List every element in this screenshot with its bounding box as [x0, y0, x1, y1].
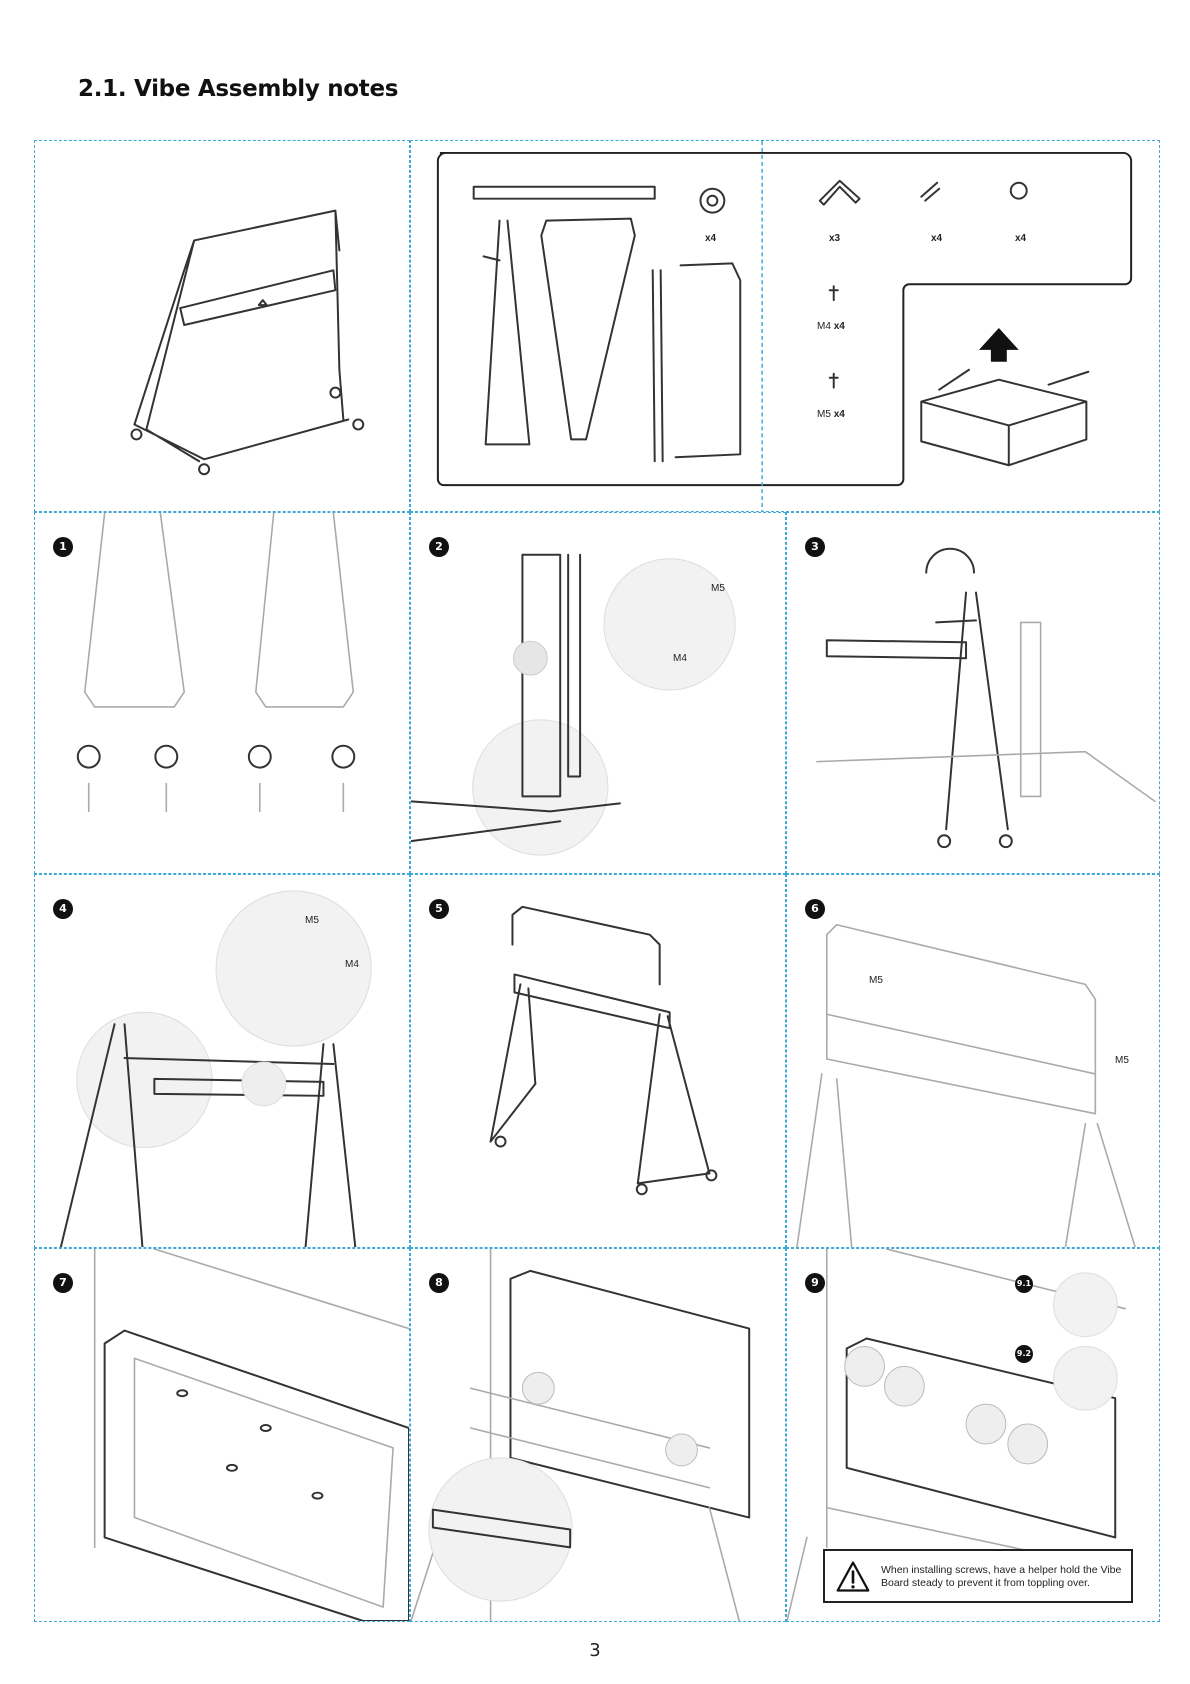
m5-label: M5: [711, 583, 725, 594]
assembled-stand-panel: [34, 140, 410, 512]
connector-qty: x4: [931, 233, 942, 244]
m5-right-label: M5: [1115, 1055, 1129, 1066]
step-8-illustration: [411, 1249, 785, 1621]
m5-qty: x4: [834, 409, 845, 420]
step-4-panel: 4 M5 M4: [34, 874, 410, 1248]
m4-screw-label: M4 x4: [817, 321, 845, 332]
step-7-panel: 7: [34, 1248, 410, 1622]
step-number: 8: [429, 1273, 449, 1293]
step-5-illustration: [411, 875, 785, 1247]
cap-qty: x4: [1015, 233, 1026, 244]
step-number: 1: [53, 537, 73, 557]
step-number: 4: [53, 899, 73, 919]
step-4-illustration: [35, 875, 409, 1247]
step-number: 2: [429, 537, 449, 557]
step-number: 9: [805, 1273, 825, 1293]
step-6-illustration: [787, 875, 1159, 1247]
safety-warning-box: When installing screws, have a helper ho…: [823, 1549, 1133, 1603]
m4-label: M4: [345, 959, 359, 970]
warning-text: When installing screws, have a helper ho…: [881, 1564, 1127, 1590]
step-number: 3: [805, 537, 825, 557]
step-7-illustration: [35, 1249, 409, 1621]
m4-size: M4: [817, 321, 831, 332]
assembly-grid: x4 x3 x4 x4 M4 x4 M5 x4 1 2: [34, 140, 1160, 1622]
step-2-panel: 2 M5 M4: [410, 512, 786, 874]
substep-9-2-badge: 9.2: [1015, 1345, 1033, 1363]
m5-screw-label: M5 x4: [817, 409, 845, 420]
assembled-stand-illustration: [35, 141, 409, 511]
caster-qty: x4: [705, 233, 716, 244]
parts-panel: x4 x3 x4 x4 M4 x4 M5 x4: [410, 140, 1160, 512]
m5-left-label: M5: [869, 975, 883, 986]
step-5-panel: 5: [410, 874, 786, 1248]
substep-9-1-badge: 9.1: [1015, 1275, 1033, 1293]
step-number: 7: [53, 1273, 73, 1293]
hex-key-qty: x3: [829, 233, 840, 244]
step-6-panel: 6 M5 M5: [786, 874, 1160, 1248]
step-1-panel: 1: [34, 512, 410, 874]
step-1-illustration: [35, 513, 409, 873]
m5-size: M5: [817, 409, 831, 420]
step-3-illustration: [787, 513, 1159, 873]
step-number: 6: [805, 899, 825, 919]
step-number: 5: [429, 899, 449, 919]
step-8-panel: 8: [410, 1248, 786, 1622]
step-3-panel: 3: [786, 512, 1160, 874]
m4-label: M4: [673, 653, 687, 664]
m5-label: M5: [305, 915, 319, 926]
page-number: 3: [0, 1640, 1190, 1661]
m4-qty: x4: [834, 321, 845, 332]
page-title: 2.1. Vibe Assembly notes: [78, 76, 398, 102]
warning-icon: [835, 1559, 871, 1595]
step-2-illustration: [411, 513, 785, 873]
parts-illustration: [411, 141, 1159, 511]
step-9-panel: 9 9.1 9.2 When installing screws, have a…: [786, 1248, 1160, 1622]
